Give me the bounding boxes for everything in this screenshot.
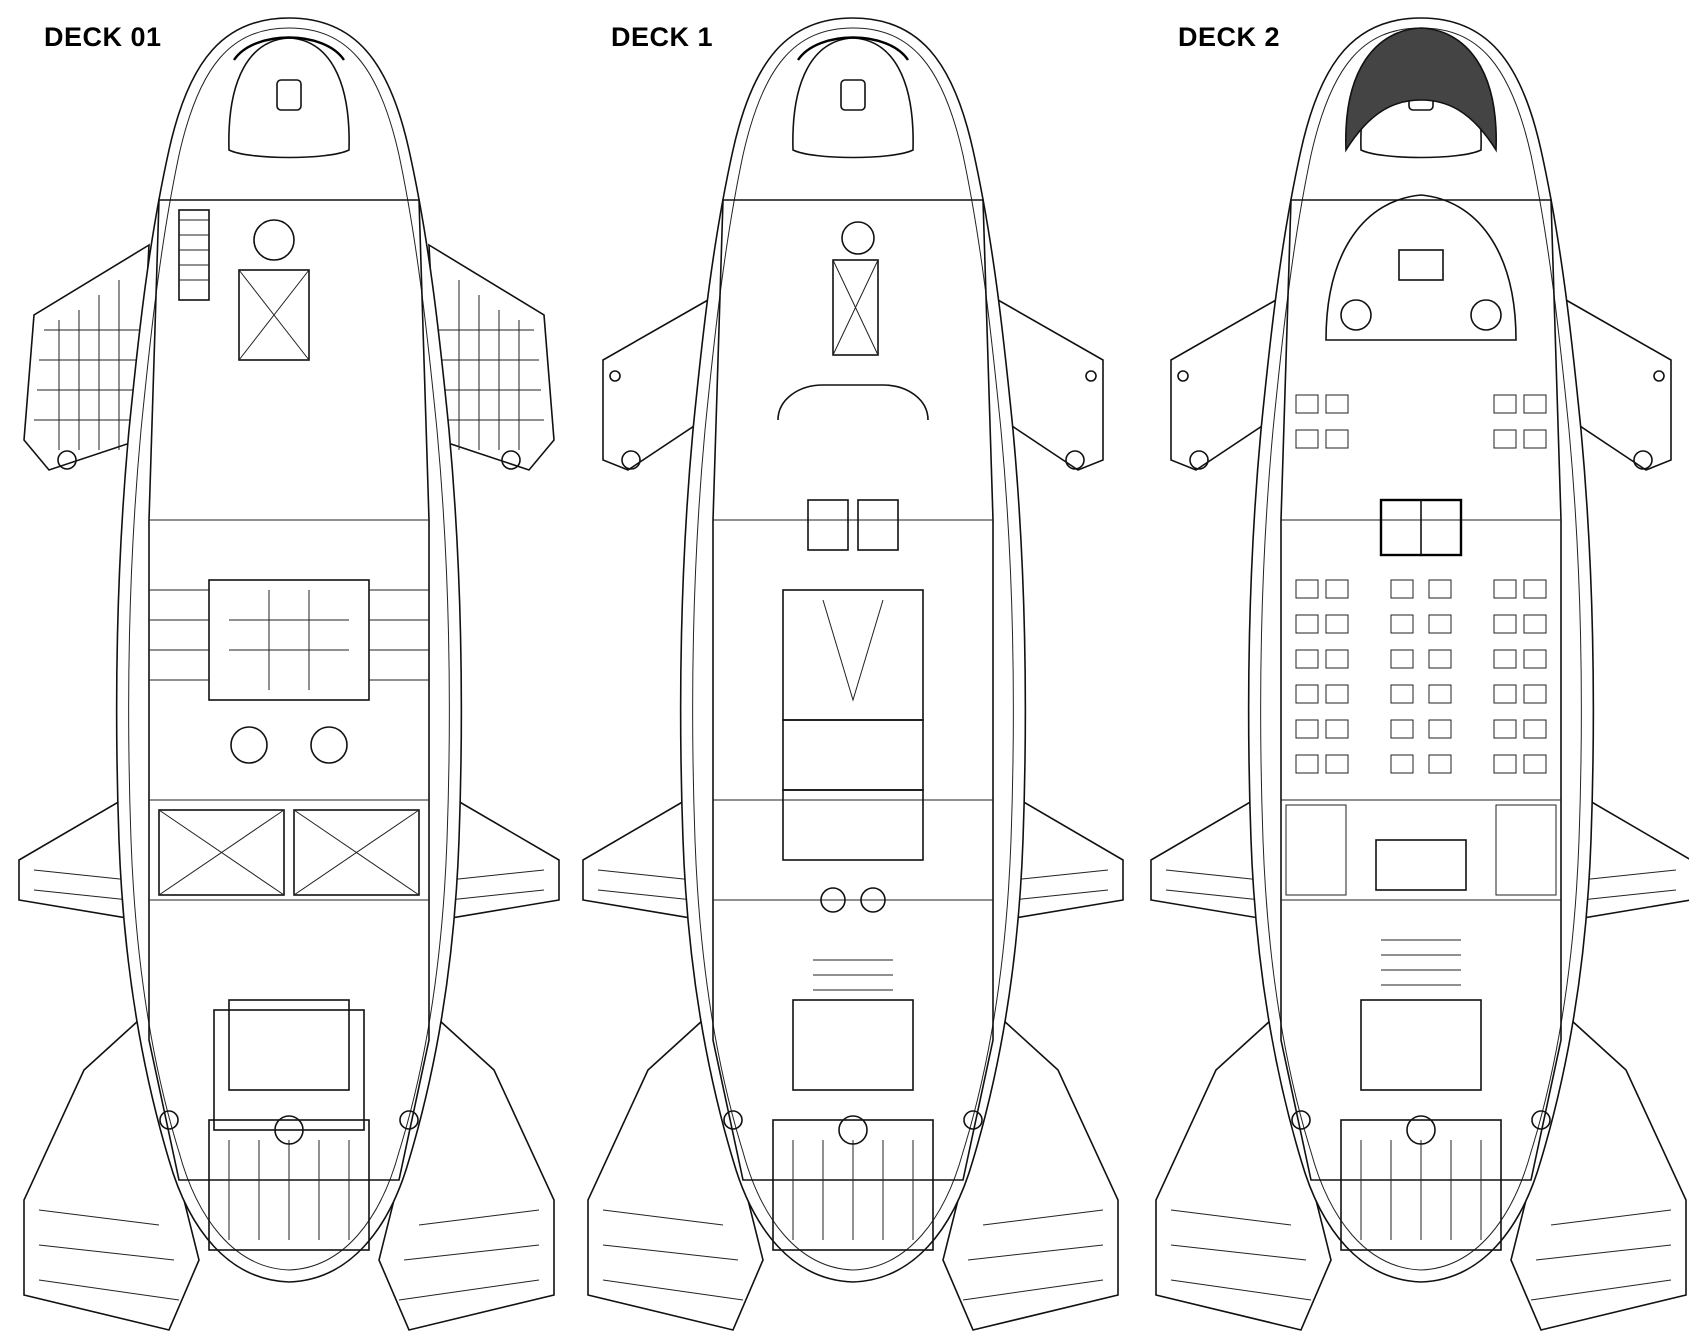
deck-2-title: DECK 2 (1178, 22, 1281, 52)
deck-1-plan (581, 16, 1125, 1332)
deck-01-plan (17, 16, 561, 1332)
canopy-shading (1345, 27, 1497, 153)
deck-1-title: DECK 1 (611, 22, 714, 52)
deck-01-title: DECK 01 (44, 22, 162, 52)
deck-2-plan (1149, 16, 1689, 1332)
